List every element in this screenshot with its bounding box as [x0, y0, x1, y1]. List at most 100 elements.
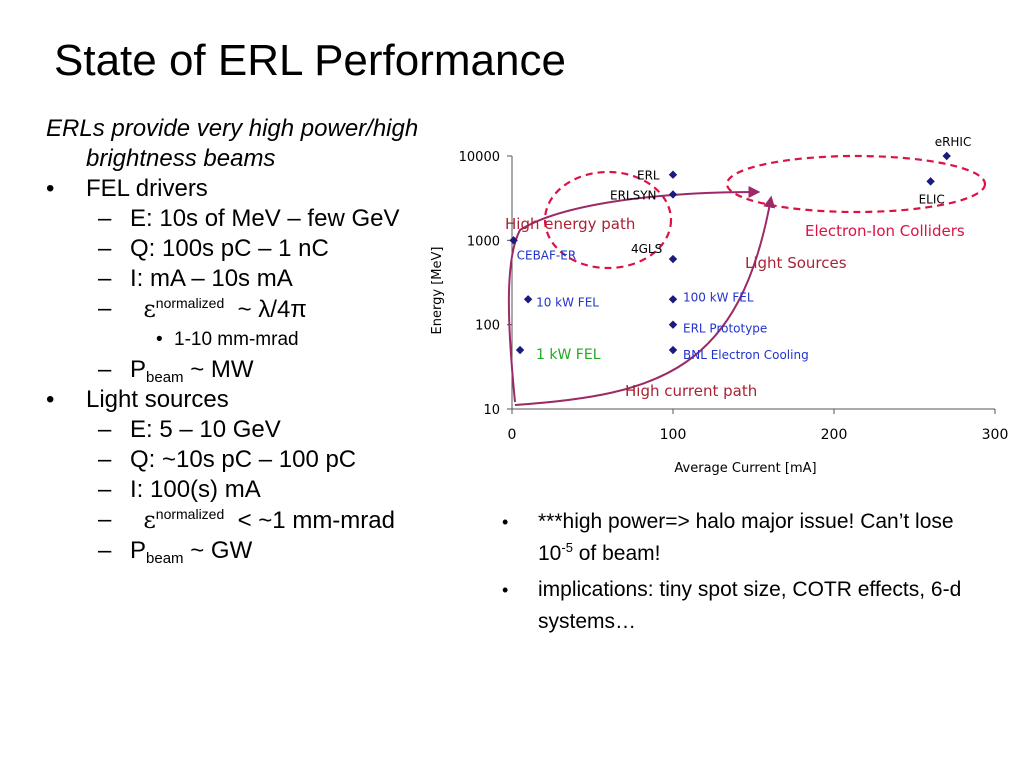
fel-energy-text: E: 10s of MeV – few GeV — [130, 205, 400, 232]
high-current-path-arrow — [514, 195, 776, 406]
light-emittance-tail: < ~1 mm-mrad — [237, 507, 395, 534]
fel-emittance: – εnormalized ~ λ/4π — [46, 294, 426, 325]
data-point-label: 1 kW FEL — [536, 347, 601, 363]
y-axis-title: Energy [MeV] — [430, 247, 445, 335]
fel-charge: –Q: 100s pC – 1 nC — [46, 234, 426, 264]
light-energy-text: E: 5 – 10 GeV — [130, 416, 281, 443]
light-pbeam-value: ~ GW — [190, 537, 253, 564]
fel-emittance-value: •1-10 mm-mrad — [46, 325, 426, 355]
x-tick-label: 300 — [982, 427, 1009, 443]
fel-emittance-tail: ~ λ/4π — [237, 296, 307, 323]
bullet-dot: • — [46, 175, 55, 202]
y-tick-label: 10 — [483, 403, 500, 418]
data-point — [668, 254, 678, 264]
emittance-superscript: normalized — [155, 506, 225, 522]
data-point — [523, 295, 533, 304]
dash-mark: – — [98, 416, 112, 443]
dash-mark: – — [98, 476, 112, 503]
light-energy: –E: 5 – 10 GeV — [46, 415, 426, 445]
x-tick-label: 200 — [821, 427, 848, 443]
data-point — [926, 177, 935, 186]
chart-annotations: High energy path Electron-Ion CollidersLi… — [505, 154, 987, 406]
y-tick-label: 1000 — [467, 234, 500, 249]
y-tick-label: 10000 — [459, 150, 500, 165]
data-point-label: BNL Electron Cooling — [683, 348, 809, 362]
epsilon-symbol: ε — [143, 295, 156, 323]
data-point-label: ERL Prototype — [683, 322, 767, 336]
dash-mark: – — [98, 295, 112, 322]
dash-mark: – — [98, 235, 112, 262]
bullet-dot: • — [502, 580, 509, 600]
bullet-dot: • — [156, 329, 163, 350]
pbeam-p: P — [130, 356, 147, 383]
note-text: implications: tiny spot size, COTR effec… — [538, 578, 962, 633]
light-heading: • Light sources — [46, 385, 426, 415]
data-point-label: ERL — [637, 169, 660, 183]
note-text: ***high power=> halo major issue! Can’t … — [538, 510, 954, 565]
pbeam-subscript: beam — [146, 369, 184, 386]
dash-mark: – — [98, 446, 112, 473]
dash-mark: – — [98, 506, 112, 533]
data-point — [668, 190, 678, 199]
chart-annotation: High energy path — [505, 215, 635, 233]
dash-mark: – — [98, 265, 112, 292]
dash-mark: – — [98, 356, 112, 383]
fel-current: –I: mA – 10s mA — [46, 264, 426, 294]
high-energy-path-arrow — [507, 186, 761, 403]
light-charge: –Q: ~10s pC – 100 pC — [46, 445, 426, 475]
light-pbeam: –Pbeam ~ GW — [46, 536, 426, 566]
data-point — [668, 295, 678, 304]
light-current-text: I: 100(s) mA — [130, 476, 261, 503]
data-point-label: 100 kW FEL — [683, 290, 754, 304]
light-heading-text: Light sources — [86, 386, 229, 413]
chart-annotation: Light Sources — [745, 254, 847, 272]
light-sources-region — [543, 170, 673, 270]
epsilon-symbol: ε — [143, 506, 156, 534]
light-charge-text: Q: ~10s pC – 100 pC — [130, 446, 357, 473]
data-point — [668, 345, 678, 355]
data-point-label: CEBAF-ER — [517, 248, 577, 262]
data-point — [668, 170, 678, 179]
data-point-label: eRHIC — [935, 135, 972, 149]
note-item: • ***high power=> halo major issue! Can’t… — [500, 506, 970, 570]
data-point — [942, 151, 951, 161]
note-superscript: -5 — [561, 540, 573, 555]
bullet-dot: • — [502, 512, 509, 532]
electron-ion-colliders-region — [725, 154, 987, 214]
pbeam-p: P — [130, 537, 147, 564]
pbeam-subscript: beam — [146, 550, 184, 567]
data-point — [515, 345, 525, 355]
fel-heading: • FEL drivers — [46, 174, 426, 204]
fel-heading-text: FEL drivers — [86, 175, 208, 202]
data-point — [668, 320, 678, 329]
dash-mark: – — [98, 537, 112, 564]
fel-current-text: I: mA – 10s mA — [130, 265, 293, 292]
fel-charge-text: Q: 100s pC – 1 nC — [130, 235, 329, 262]
light-emittance: – εnormalized < ~1 mm-mrad — [46, 505, 426, 536]
note-text-tail: of beam! — [572, 542, 661, 565]
emittance-superscript: normalized — [155, 295, 225, 311]
slide-title: State of ERL Performance — [54, 36, 566, 85]
x-tick-label: 0 — [508, 427, 517, 443]
y-tick-label: 100 — [475, 319, 500, 334]
data-point-label: 10 kW FEL — [536, 295, 599, 309]
fel-pbeam-value: ~ MW — [190, 356, 254, 383]
x-tick-label: 100 — [660, 427, 687, 443]
light-current: –I: 100(s) mA — [46, 475, 426, 505]
fel-pbeam: –Pbeam ~ MW — [46, 355, 426, 385]
data-point-label: ERLSYN — [610, 188, 657, 202]
notes-list: • ***high power=> halo major issue! Can’t… — [500, 506, 970, 642]
chart-annotation: Electron-Ion Colliders — [805, 222, 965, 240]
data-point-label: ELIC — [919, 192, 945, 206]
bullet-dot: • — [46, 386, 55, 413]
note-item: • implications: tiny spot size, COTR effe… — [500, 574, 970, 638]
dash-mark: – — [98, 205, 112, 232]
x-axis-title: Average Current [mA] — [674, 461, 816, 476]
chart-annotation: High current path — [625, 382, 757, 400]
intro-text: ERLs provide very high power/high bright… — [46, 115, 419, 172]
fel-energy: –E: 10s of MeV – few GeV — [46, 204, 426, 234]
left-bullet-list: ERLs provide very high power/high bright… — [46, 114, 426, 566]
